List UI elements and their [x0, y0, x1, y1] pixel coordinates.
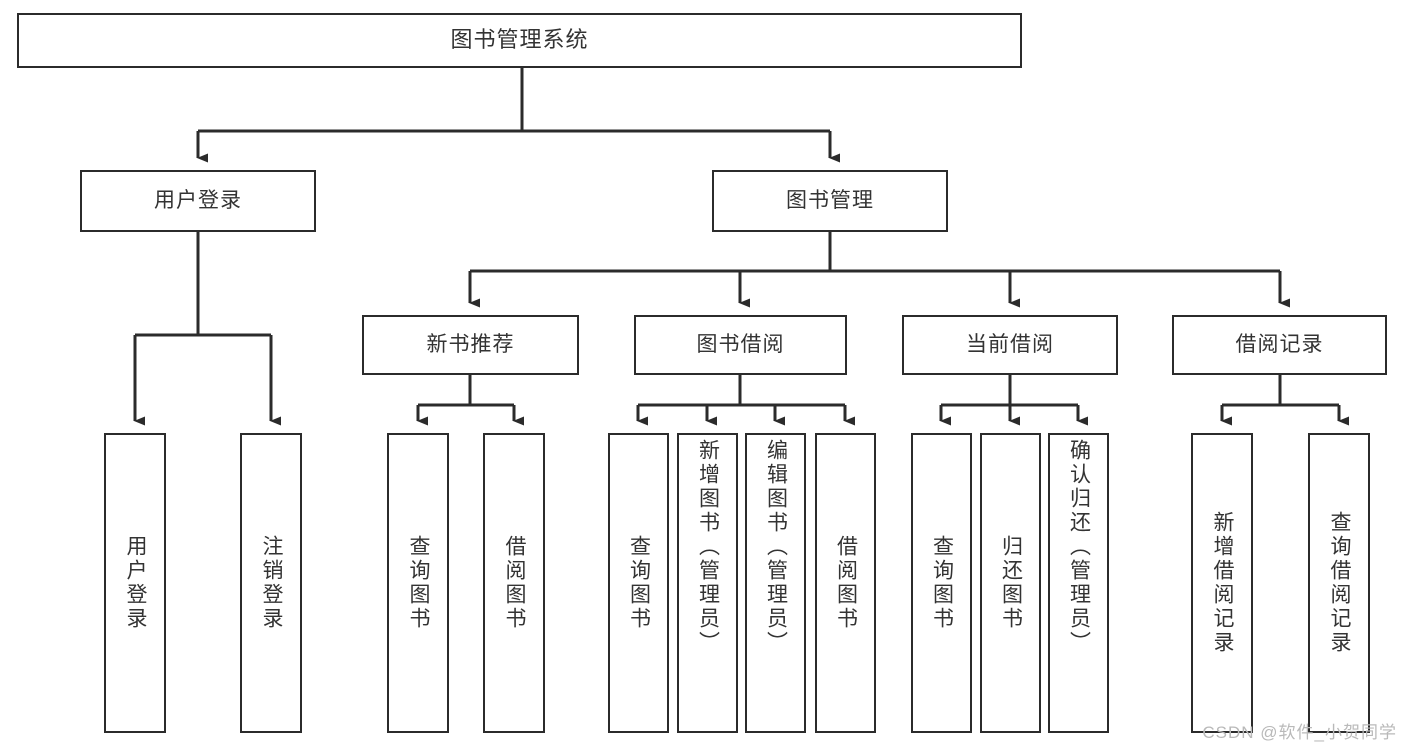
node-borrow-records[interactable]: 借阅记录	[1172, 315, 1387, 375]
node-label: 注销登录	[260, 535, 283, 631]
node-root-system[interactable]: 图书管理系统	[17, 13, 1022, 68]
node-label: 借阅图书	[834, 535, 858, 631]
node-label: 图书借阅	[696, 333, 785, 357]
node-label: 当前借阅	[966, 333, 1054, 357]
leaf-current-query-book[interactable]: 查询图书	[911, 433, 972, 733]
leaf-borrow-edit-book-admin[interactable]: 编辑图书（管理员）	[745, 433, 806, 733]
node-label: 借阅记录	[1235, 333, 1324, 357]
leaf-user-login[interactable]: 用户登录	[104, 433, 166, 733]
node-label: 确认归还（管理员）	[1067, 439, 1091, 655]
leaf-user-logout[interactable]: 注销登录	[240, 433, 302, 733]
node-new-book-recommend[interactable]: 新书推荐	[362, 315, 579, 375]
leaf-current-confirm-return-admin[interactable]: 确认归还（管理员）	[1048, 433, 1109, 733]
node-label: 查询图书	[407, 535, 430, 631]
leaf-borrow-query-book[interactable]: 查询图书	[608, 433, 669, 733]
node-label: 查询借阅记录	[1328, 511, 1351, 655]
node-label: 用户登录	[154, 189, 242, 213]
watermark-text: CSDN @软件_小贺同学	[1202, 723, 1397, 742]
node-book-management[interactable]: 图书管理	[712, 170, 948, 232]
node-label: 借阅图书	[503, 535, 526, 631]
node-book-borrow[interactable]: 图书借阅	[634, 315, 847, 375]
leaf-recommend-borrow-book[interactable]: 借阅图书	[483, 433, 545, 733]
leaf-recommend-query-book[interactable]: 查询图书	[387, 433, 449, 733]
node-user-login[interactable]: 用户登录	[80, 170, 316, 232]
node-label: 编辑图书（管理员）	[764, 439, 788, 655]
node-label: 新增图书（管理员）	[696, 439, 720, 655]
node-current-borrow[interactable]: 当前借阅	[902, 315, 1118, 375]
leaf-borrow-add-book-admin[interactable]: 新增图书（管理员）	[677, 433, 738, 733]
node-label: 新书推荐	[426, 333, 515, 357]
leaf-record-query-borrow-record[interactable]: 查询借阅记录	[1308, 433, 1370, 733]
leaf-current-return-book[interactable]: 归还图书	[980, 433, 1041, 733]
node-label: 查询图书	[627, 535, 651, 631]
node-label: 新增借阅记录	[1211, 511, 1234, 655]
node-label: 归还图书	[999, 535, 1023, 631]
node-label: 用户登录	[124, 535, 147, 631]
node-label: 查询图书	[930, 535, 954, 631]
leaf-record-add-borrow-record[interactable]: 新增借阅记录	[1191, 433, 1253, 733]
leaf-borrow-borrow-book[interactable]: 借阅图书	[815, 433, 876, 733]
node-label: 图书管理	[786, 189, 874, 213]
node-label: 图书管理系统	[450, 27, 589, 53]
